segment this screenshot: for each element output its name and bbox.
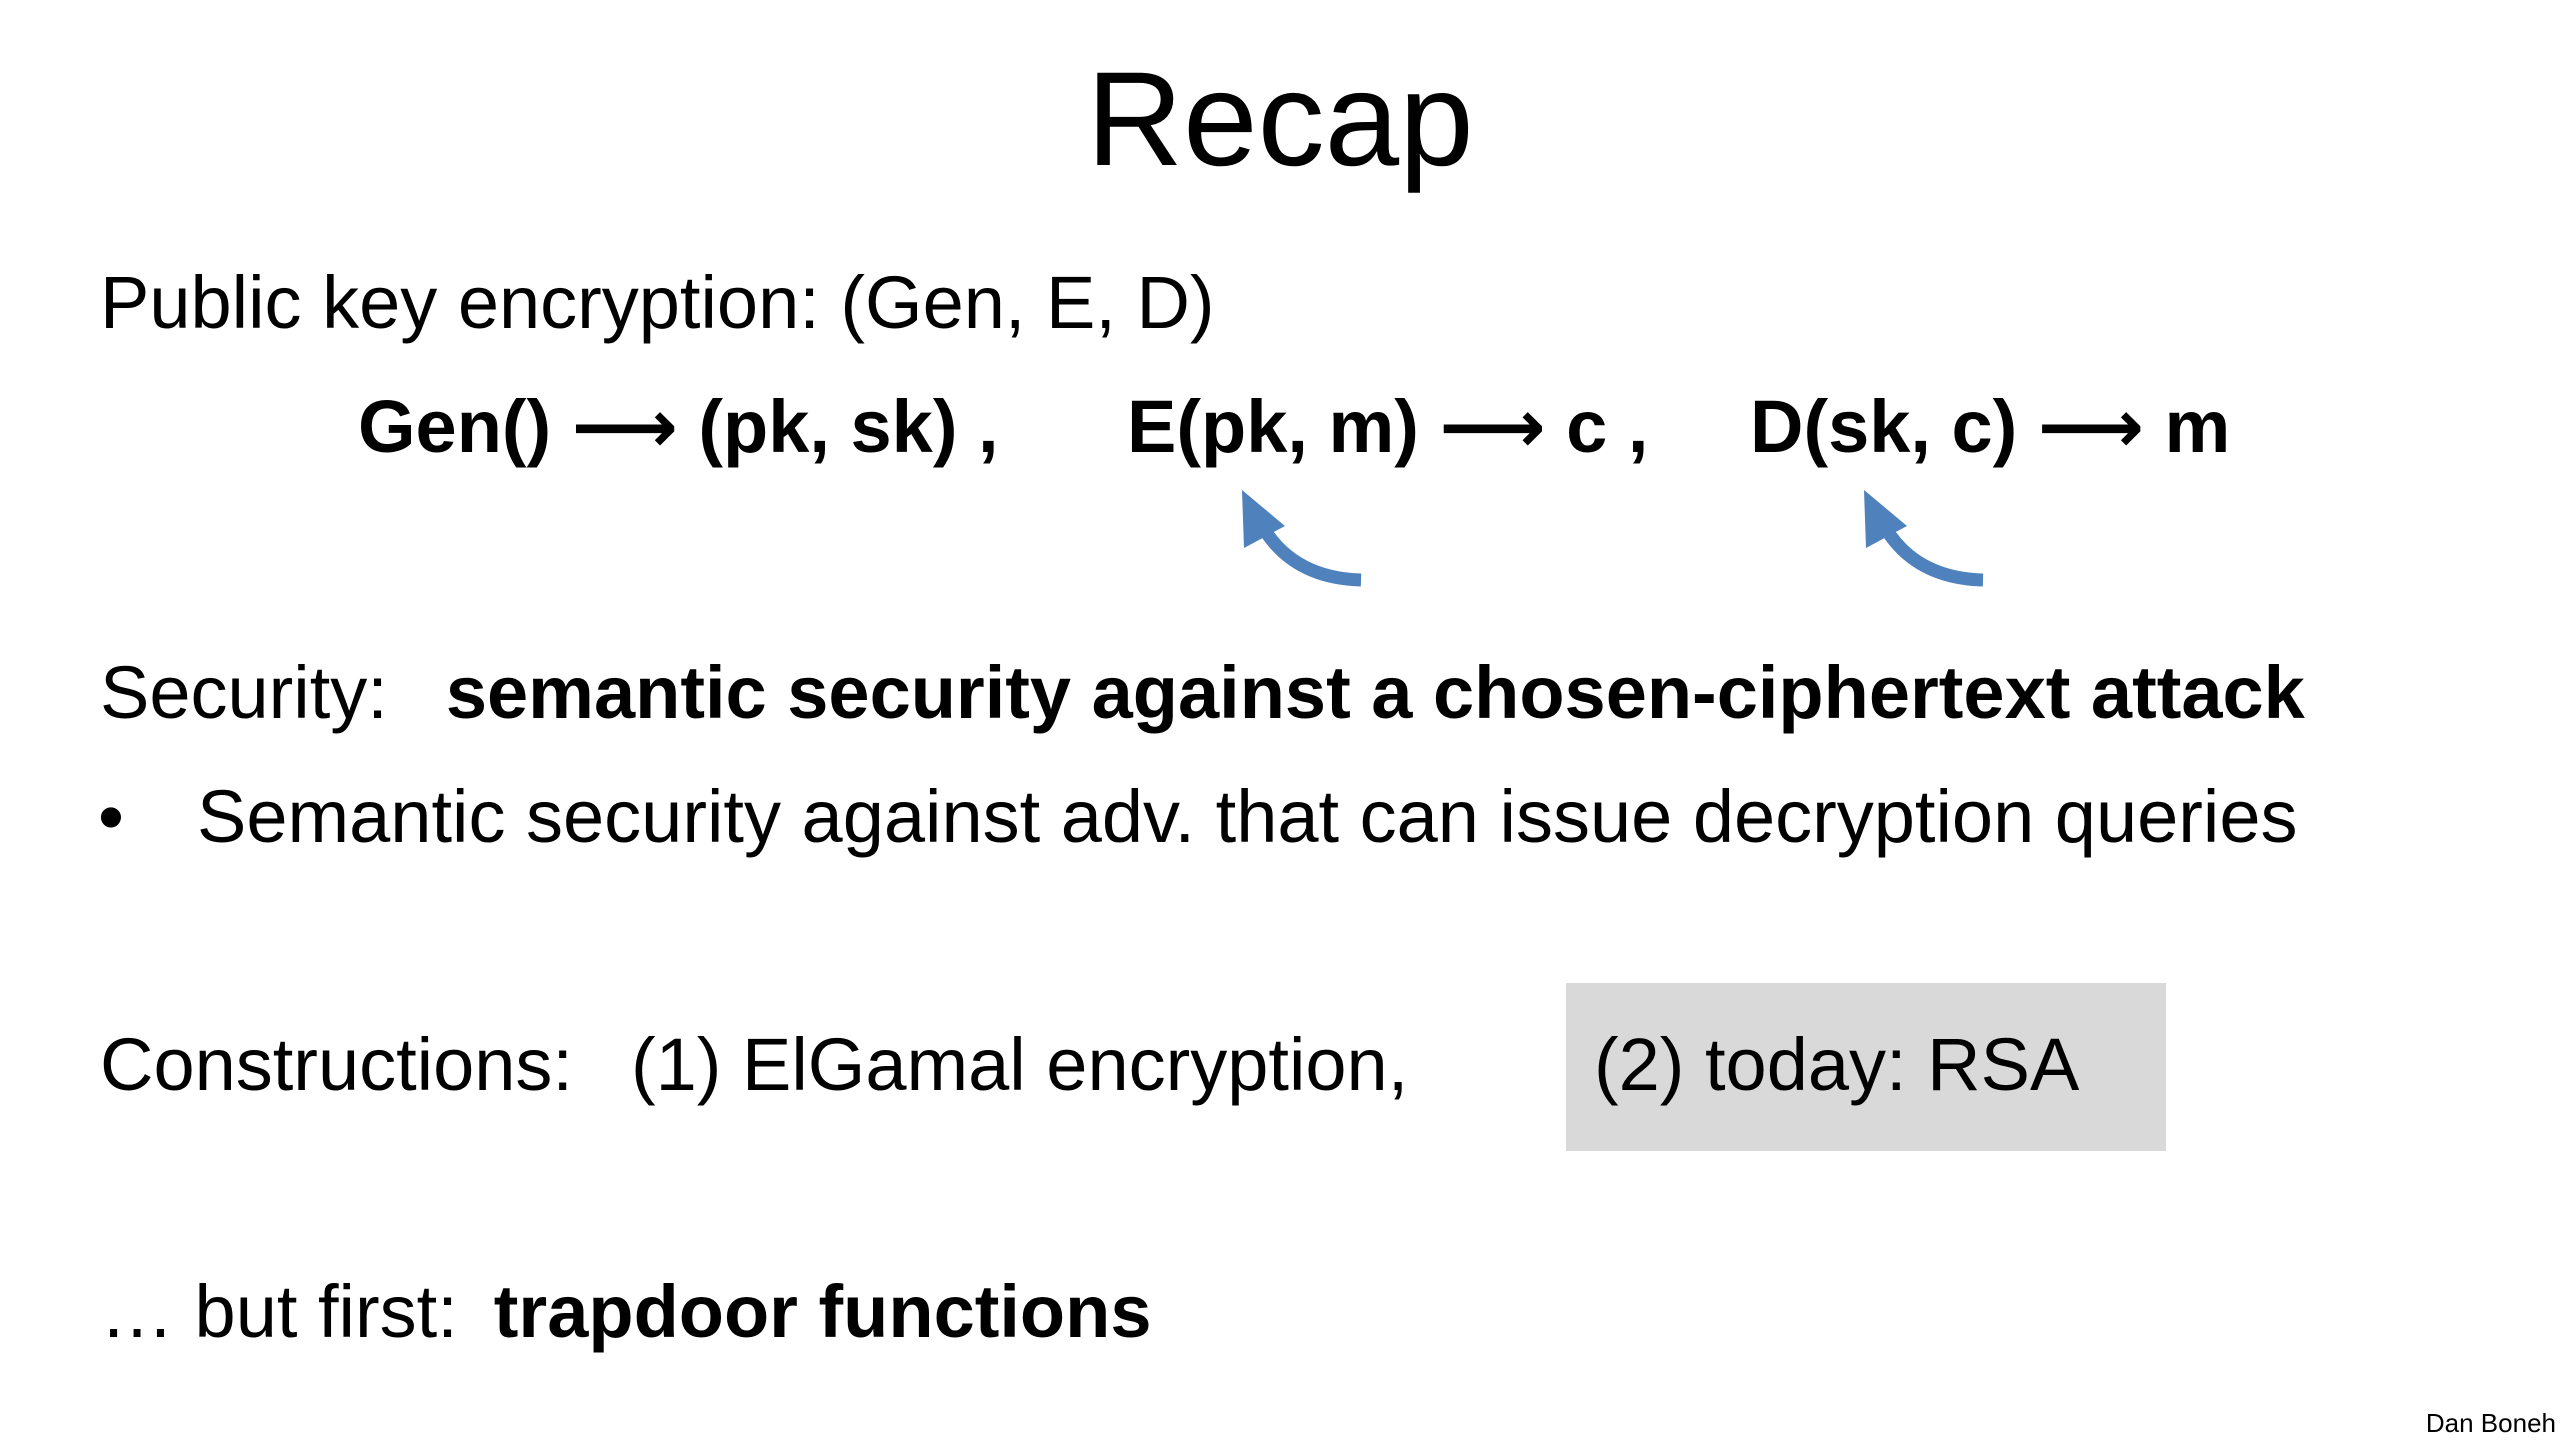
but-first-line: … but first: trapdoor functions [100, 1267, 1152, 1357]
bullet-text: Semantic security against adv. that can … [197, 775, 2298, 858]
security-value: semantic security against a chosen-ciphe… [445, 651, 2305, 734]
construction-rsa: (2) today: RSA [1594, 1023, 2080, 1106]
formula-decrypt: D(sk, c) ⟶ m [1750, 385, 2231, 468]
but-first-label: … but first: [100, 1270, 458, 1353]
constructions-line: Constructions: (1) ElGamal encryption, [100, 1020, 1408, 1110]
security-definition: Security: semantic security against a cho… [100, 648, 2305, 738]
rsa-highlight-box [1566, 983, 2166, 1151]
security-label: Security: [100, 651, 388, 734]
bullet-marker: • [98, 775, 124, 858]
pke-definition: Public key encryption: (Gen, E, D) [100, 261, 1215, 344]
construction-elgamal: (1) ElGamal encryption, [630, 1023, 1409, 1106]
curved-arrow-icon [1864, 490, 1984, 587]
constructions-label: Constructions: [100, 1023, 573, 1106]
formula-gen: Gen() ⟶ (pk, sk) , [358, 385, 999, 468]
formula-encrypt: E(pk, m) ⟶ c , [1127, 385, 1649, 468]
trapdoor-functions: trapdoor functions [493, 1270, 1152, 1353]
curved-arrow-icon [1242, 490, 1362, 587]
slide-title: Recap [1086, 45, 1474, 194]
author-credit: Dan Boneh [2425, 1408, 2556, 1438]
key-arrows [1242, 490, 1984, 587]
